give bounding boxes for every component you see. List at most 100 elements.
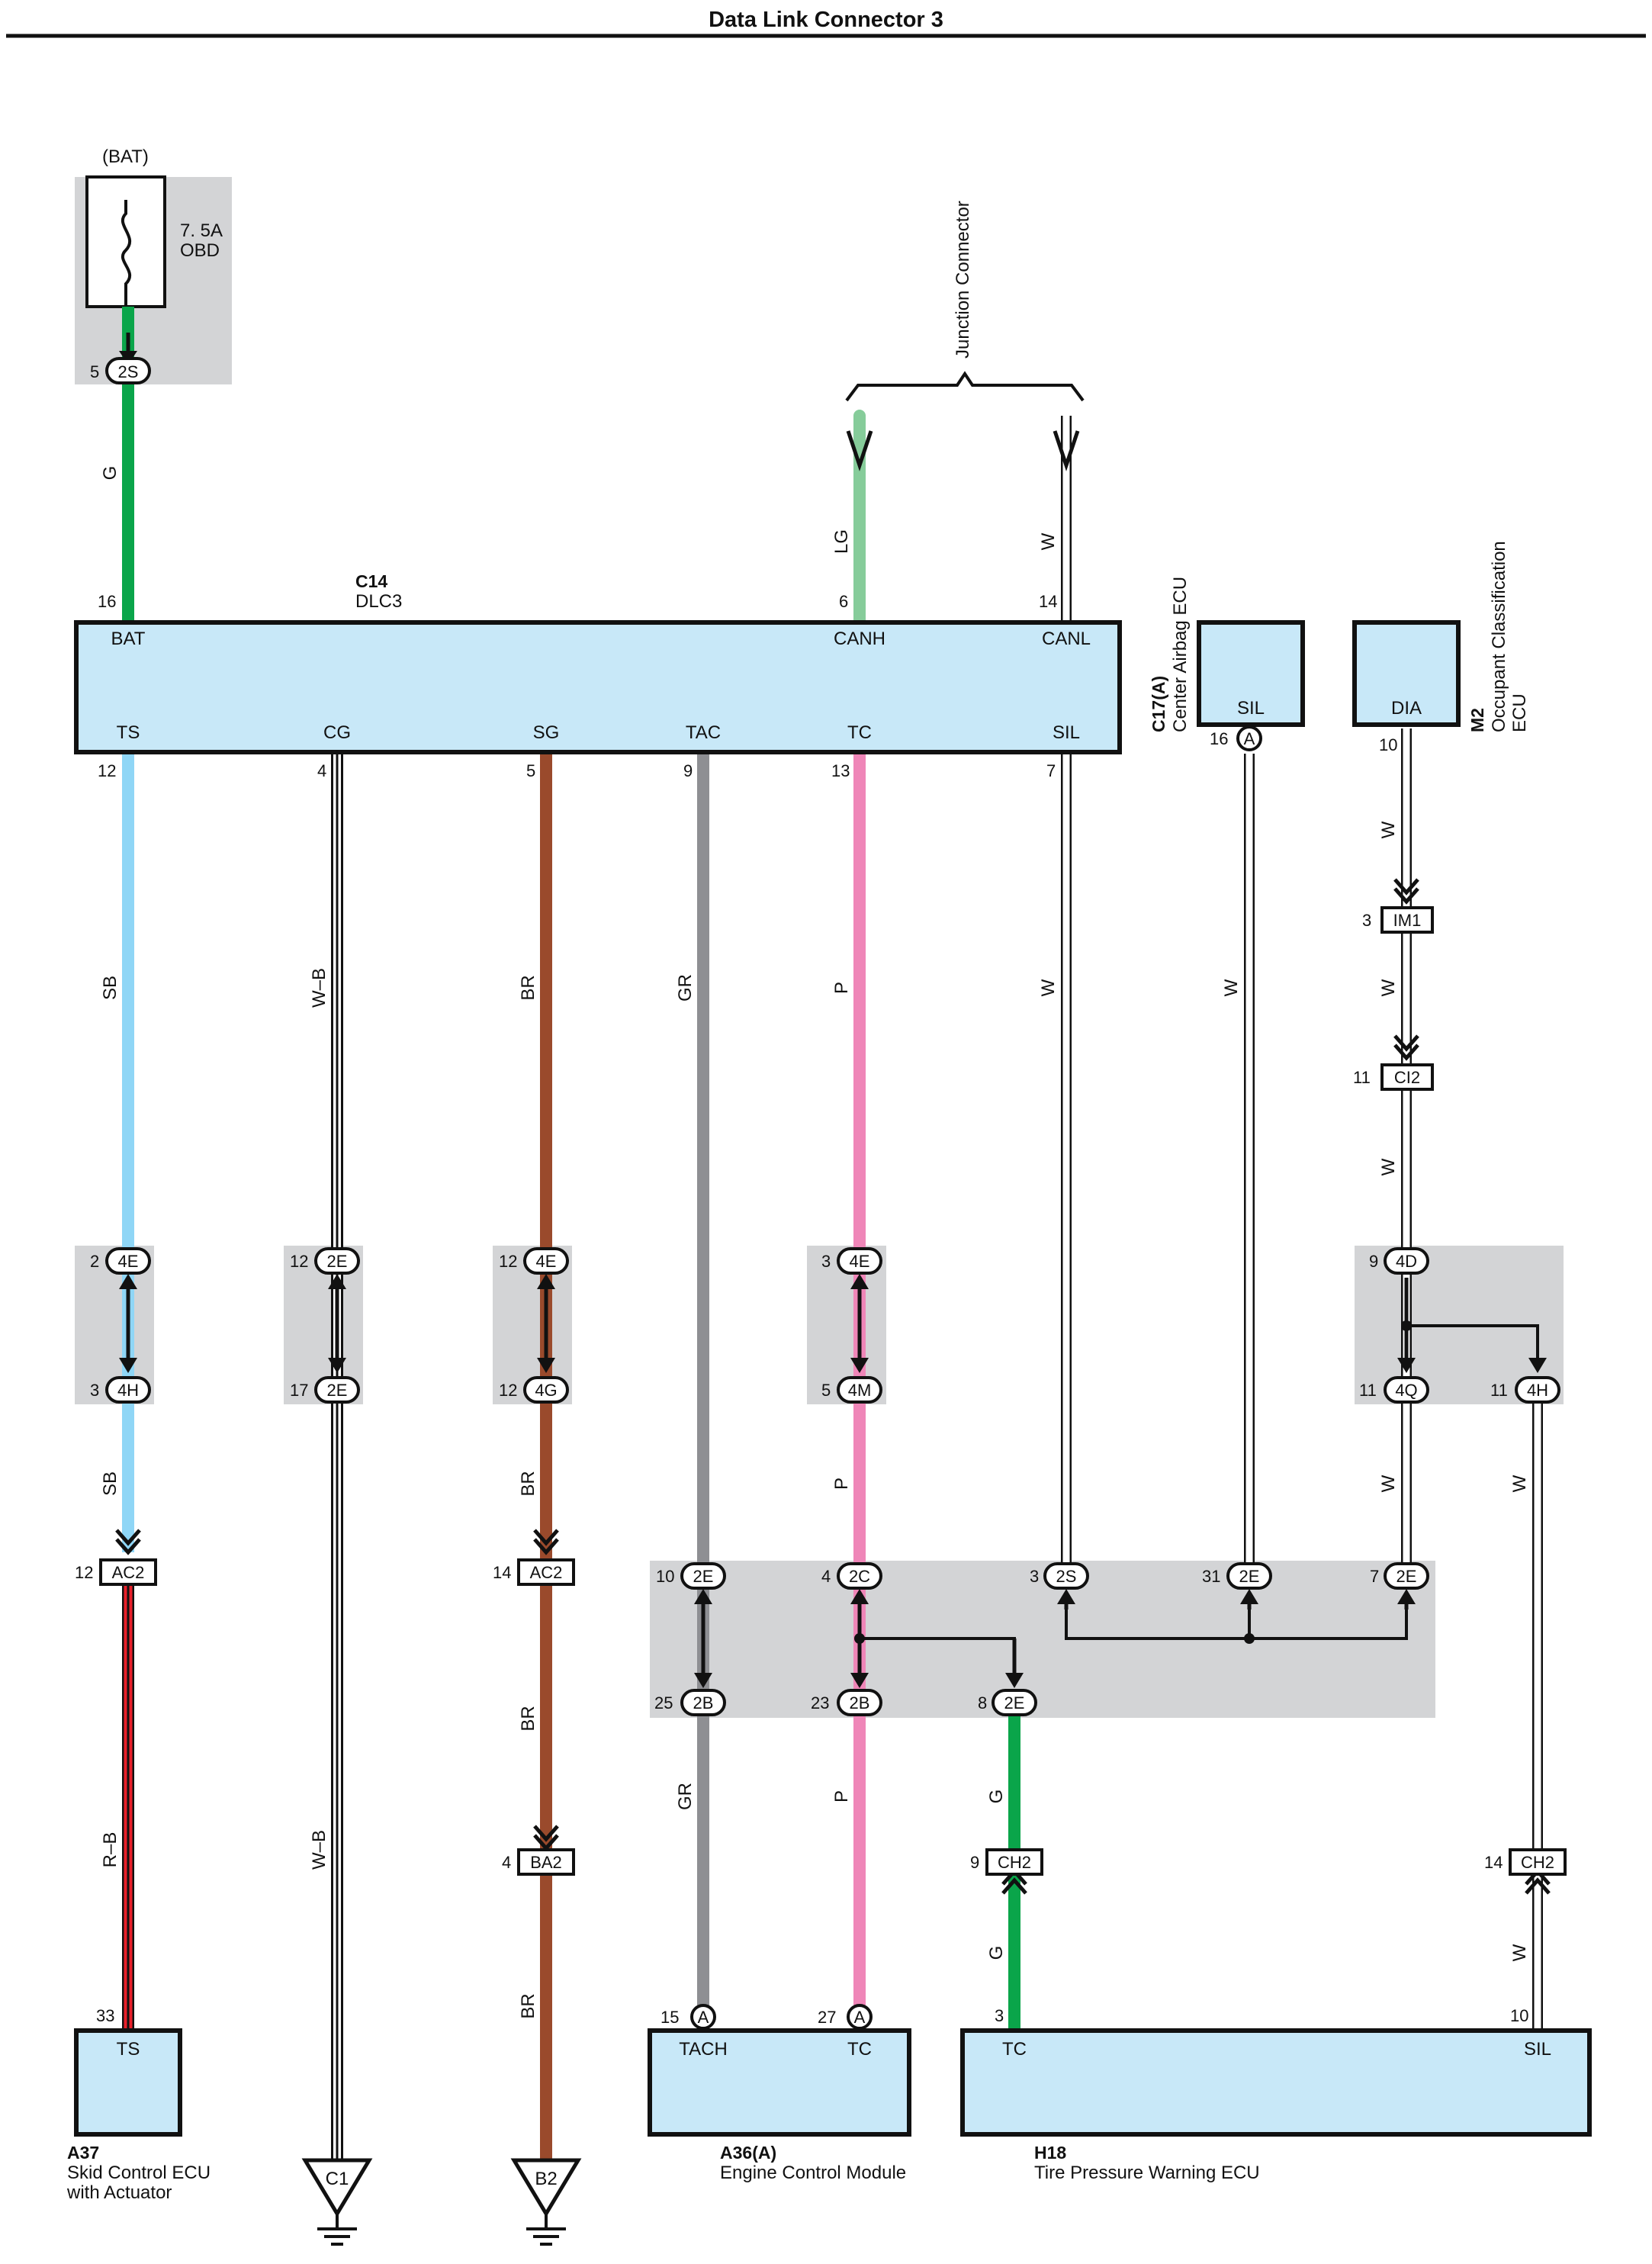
- c17-name: Center Airbag ECU: [1170, 577, 1191, 732]
- a36-pin-1: 15: [660, 2008, 679, 2027]
- conn-g-2e-pin: 8: [978, 1693, 987, 1712]
- conn-4d-pin: 9: [1369, 1252, 1378, 1271]
- h18-term-sil: SIL: [1524, 2039, 1551, 2060]
- dlc3-body: [74, 620, 1122, 754]
- splice-4d: [1406, 1324, 1539, 1358]
- dlc3-term-canl: CANL: [1042, 629, 1091, 649]
- m2-name-1: Occupant Classification: [1489, 541, 1509, 732]
- a37-pin: 33: [96, 2006, 114, 2025]
- dlc3-pin-ts: 12: [98, 761, 116, 780]
- conn-w-2s-pin: 3: [1030, 1567, 1039, 1586]
- wl-wb-2: W–B: [309, 1830, 329, 1870]
- wl-lg: LG: [831, 529, 852, 554]
- wl-gr-2: GR: [675, 1783, 696, 1810]
- wl-br-2: BR: [518, 1471, 538, 1496]
- h18-term-tc: TC: [1002, 2039, 1027, 2060]
- c17-conn: [1236, 725, 1262, 751]
- conn-w-31-id: 2E: [1239, 1567, 1260, 1586]
- conn-p-bot-id: 4M: [848, 1381, 872, 1400]
- conn-p-top-id: 4E: [850, 1252, 870, 1271]
- conn-w-7-id: 2E: [1396, 1567, 1417, 1586]
- m2-body: [1352, 620, 1461, 727]
- ground-c1-label: C1: [326, 2169, 349, 2189]
- conn-sb-top-id: 4E: [118, 1252, 139, 1271]
- fuse-source: (BAT): [102, 146, 149, 167]
- wl-g-2: G: [986, 1790, 1007, 1804]
- fuse-icon: [121, 200, 132, 307]
- conn-4h-pin: 11: [1490, 1381, 1508, 1400]
- c17-conn-id: A: [1244, 729, 1255, 748]
- conn-wb-bot-id: 2E: [327, 1381, 348, 1400]
- conn-ac2-sb-pin: 12: [75, 1563, 93, 1582]
- wl-br-1: BR: [518, 975, 538, 1000]
- h18-pin-1: 3: [995, 2006, 1004, 2025]
- wl-w-sil: W: [1038, 979, 1059, 996]
- arrowheads: [119, 351, 1547, 1688]
- conn-p-top-pin: 3: [821, 1252, 831, 1271]
- h18-code: H18: [1034, 2143, 1066, 2163]
- diagram-title: Data Link Connector 3: [709, 8, 943, 32]
- conn-4d-id: 4D: [1396, 1252, 1417, 1271]
- wl-w-4h: W: [1509, 1474, 1530, 1492]
- conn-im1-id: IM1: [1393, 911, 1422, 930]
- conn-gr-2b-pin: 25: [654, 1693, 673, 1712]
- conn-ch2-g-pin: 9: [970, 1853, 979, 1872]
- conn-w-31-pin: 31: [1202, 1567, 1220, 1586]
- junction-connector-bracket: [845, 371, 1085, 402]
- splice-w: [1065, 1610, 1408, 1640]
- wl-g-1: G: [100, 466, 121, 481]
- wl-sb-1: SB: [100, 976, 121, 1000]
- junction-connector-label: Junction Connector: [953, 201, 973, 359]
- dlc3-pin-sg: 5: [526, 761, 535, 780]
- ground-b2: [510, 2158, 582, 2246]
- conn-ch2-w-id: CH2: [1521, 1853, 1554, 1872]
- wl-w-h18: W: [1509, 1944, 1530, 1961]
- conn-p-bot-pin: 5: [821, 1381, 831, 1400]
- conn-w-2s-id: 2S: [1056, 1567, 1077, 1586]
- a36-pin-2: 27: [818, 2008, 836, 2027]
- conn-sb-bot-pin: 3: [90, 1381, 99, 1400]
- a36-code: A36(A): [720, 2143, 776, 2163]
- conn-gr-2e-id: 2E: [693, 1567, 714, 1586]
- splice-w-dot: [1244, 1633, 1255, 1644]
- conn-sb-bot-id: 4H: [117, 1381, 139, 1400]
- wl-w-4q: W: [1378, 1474, 1399, 1492]
- wl-w-m2-2: W: [1378, 979, 1399, 996]
- a37-term: TS: [117, 2039, 140, 2060]
- a36-conn-1-id: A: [698, 2008, 709, 2027]
- conn-ac2-sb-id: AC2: [112, 1563, 145, 1582]
- wl-w-m2-1: W: [1378, 821, 1399, 838]
- fuse-name: OBD: [180, 240, 220, 261]
- wl-g-3: G: [986, 1946, 1007, 1960]
- conn-ch2-w-pin: 14: [1484, 1853, 1503, 1872]
- conn-br-top-id: 4E: [536, 1252, 557, 1271]
- conn-bat-id: 2S: [118, 362, 139, 381]
- dlc3-term-canh: CANH: [834, 629, 885, 649]
- dlc3-term-bat: BAT: [111, 629, 146, 649]
- wl-rb: R–B: [100, 1832, 121, 1868]
- connector-texts: 5 2S 3 IM1 11 CI2 2 4E 3 4H 12 2E 17 2E …: [75, 362, 1554, 1872]
- c17-body: [1197, 620, 1305, 727]
- dlc3-code: C14: [355, 571, 387, 591]
- conn-4q-id: 4Q: [1395, 1381, 1417, 1400]
- conn-ac2-br-pin: 14: [493, 1563, 511, 1582]
- conn-4q-pin: 11: [1359, 1381, 1377, 1400]
- wl-w-c17: W: [1221, 979, 1242, 996]
- conn-g-2e-id: 2E: [1004, 1693, 1025, 1712]
- wl-sb-2: SB: [100, 1471, 121, 1496]
- wire-color-labels: G LG W SB W–B BR GR P W W W W W SB BR P …: [100, 466, 1530, 2019]
- ground-b2-label: B2: [535, 2169, 557, 2189]
- dlc3-term-sil: SIL: [1053, 722, 1080, 743]
- wl-br-3: BR: [518, 1706, 538, 1731]
- conn-wb-top-pin: 12: [290, 1252, 308, 1271]
- dlc3-term-tc: TC: [847, 722, 872, 743]
- wl-p-1: P: [831, 982, 852, 994]
- a37-name-1: Skid Control ECU: [67, 2163, 211, 2183]
- m2-term: DIA: [1391, 698, 1422, 719]
- a37-code: A37: [67, 2143, 99, 2163]
- a36-conn-1: [690, 2004, 716, 2030]
- conn-p-2b-id: 2B: [850, 1693, 870, 1712]
- wl-gr-1: GR: [675, 974, 696, 1002]
- conn-gr-2b-id: 2B: [693, 1693, 714, 1712]
